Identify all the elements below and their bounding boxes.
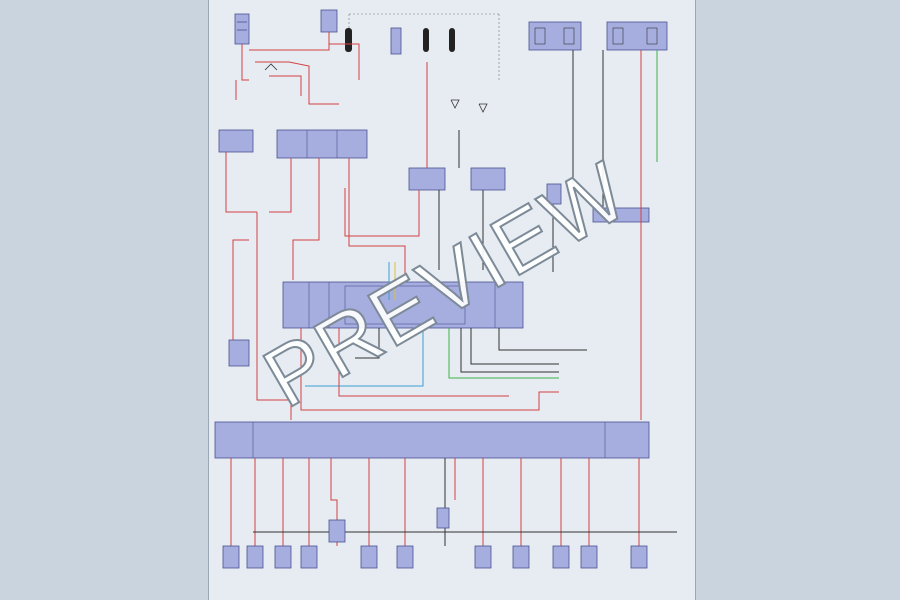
bottom-end-components [222, 507, 648, 569]
end-component-12 [580, 545, 598, 569]
end-component-1 [222, 545, 240, 569]
module-left-lower [228, 339, 250, 367]
relay-center-2 [470, 167, 506, 191]
end-component-11 [552, 545, 570, 569]
fuse-block-2 [390, 27, 402, 55]
wiring-diagram [214, 9, 677, 569]
signal-wiring [300, 262, 587, 411]
fuse-block-3 [423, 28, 429, 52]
end-component-6 [360, 545, 378, 569]
central-module-inner [344, 285, 466, 325]
end-component-3 [274, 545, 292, 569]
end-component-13 [630, 545, 648, 569]
fuse-block-1 [345, 28, 352, 52]
relay-box-right-2 [606, 21, 668, 51]
diagram-sheet [208, 0, 696, 600]
battery-component [234, 13, 250, 45]
connector-bar [214, 421, 650, 459]
relay-center-1 [408, 167, 446, 191]
central-module-outer [282, 281, 524, 329]
module-right-small [546, 183, 562, 205]
end-component-7 [396, 545, 414, 569]
end-component-10 [512, 545, 530, 569]
top-power-wiring [235, 32, 360, 105]
fuse-block-4 [449, 28, 455, 52]
connector-right [592, 207, 650, 223]
mid-upper-modules [218, 129, 650, 367]
ground-symbols [264, 63, 488, 113]
module-center-upper [276, 129, 368, 159]
end-component-5 [328, 519, 346, 543]
end-component-9 [474, 545, 492, 569]
module-left-small [218, 129, 254, 153]
bottom-connector-bar [214, 421, 650, 459]
end-component-8 [436, 507, 450, 529]
end-component-2 [246, 545, 264, 569]
end-component-4 [300, 545, 318, 569]
starter-component [320, 9, 338, 33]
bottom-wiring [230, 458, 677, 546]
central-control-module [282, 281, 524, 329]
top-components [234, 9, 668, 80]
mid-wiring [225, 50, 658, 420]
relay-box-right-1 [528, 21, 582, 51]
